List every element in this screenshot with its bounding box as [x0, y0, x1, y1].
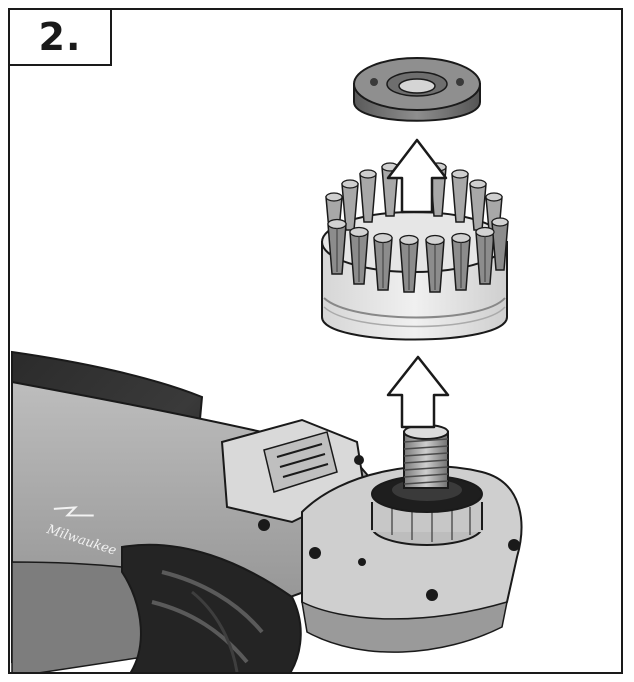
- step-number: 2.: [38, 15, 82, 59]
- assembly-illustration: Milwaukee: [11, 57, 523, 672]
- flange-nut: [353, 57, 481, 122]
- angle-grinder-body: Milwaukee: [11, 350, 523, 672]
- diagram-frame: 2.: [8, 8, 623, 674]
- arrow-up-lower: [386, 355, 450, 429]
- wire-brush-wheel: [321, 162, 509, 341]
- grinder-spindle: [403, 424, 449, 489]
- step-number-box: 2.: [10, 10, 112, 66]
- arrow-up-upper: [386, 138, 448, 214]
